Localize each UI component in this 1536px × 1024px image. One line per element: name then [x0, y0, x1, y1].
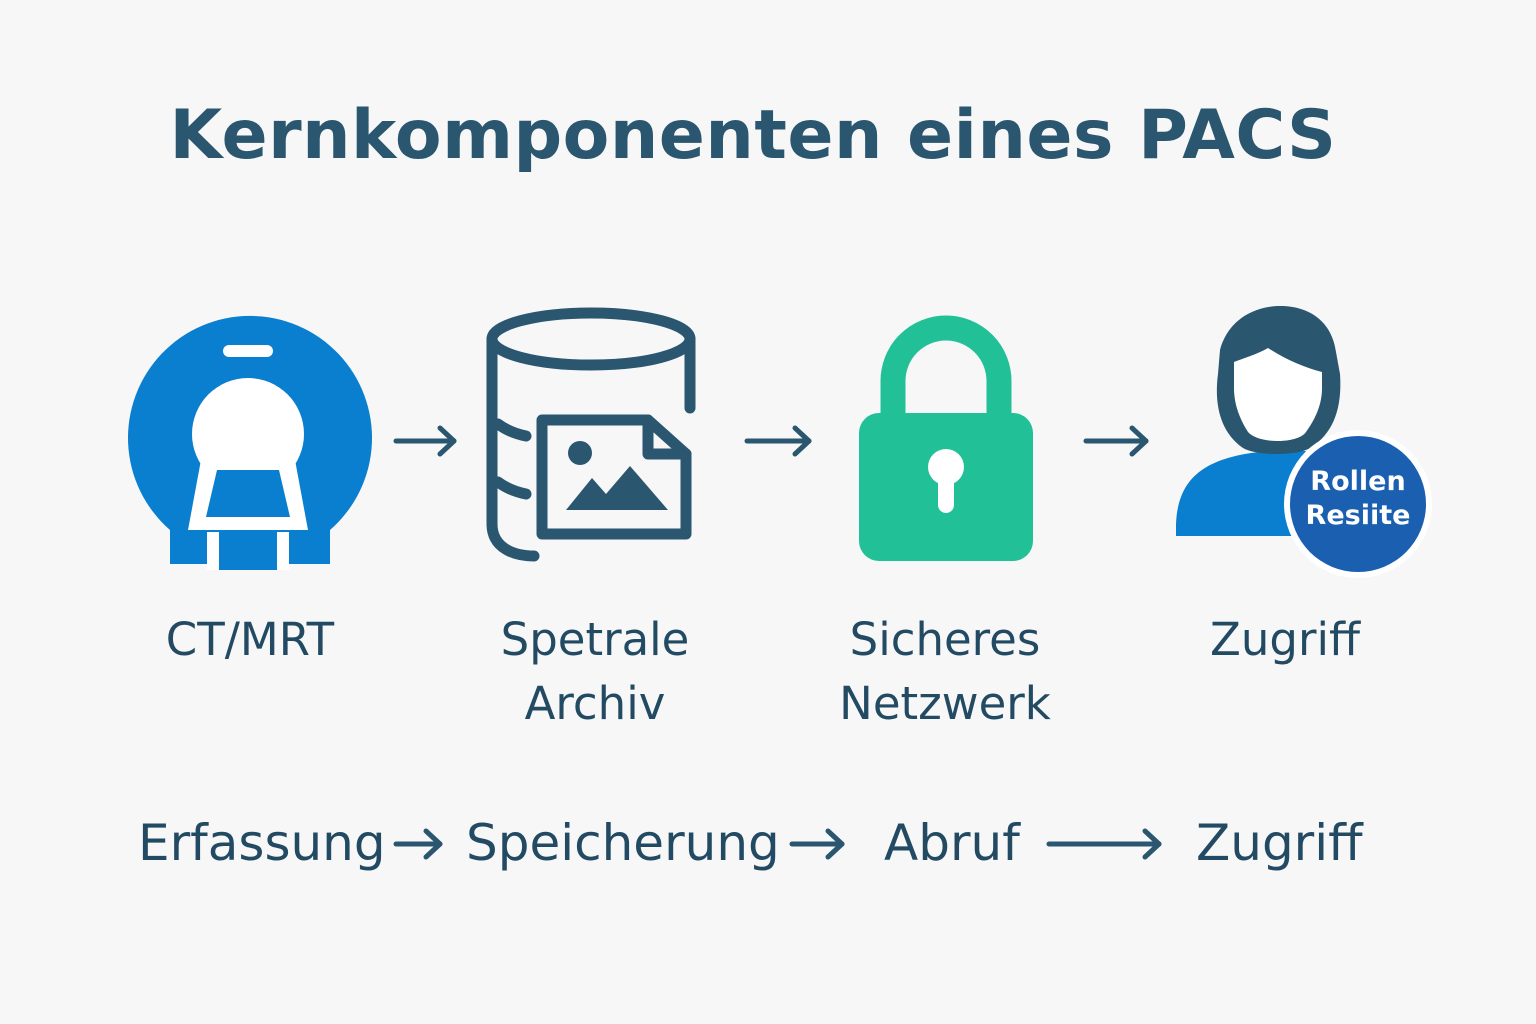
arrow-right-icon	[1046, 828, 1162, 860]
arrow-right-icon	[393, 828, 443, 860]
step-label-archive: Spetrale Archiv	[500, 613, 690, 730]
flow-step-capture: Erfassung	[138, 814, 386, 872]
ct-scanner-icon	[128, 315, 372, 570]
arrow-right-icon	[393, 425, 457, 457]
flow-step-storage: Speicherung	[466, 814, 780, 872]
step-label-network: Sicheres Netzwerk	[839, 613, 1051, 730]
page-title: Kernkomponenten eines PACS	[169, 96, 1337, 175]
step-label-ct-mrt: CT/MRT	[165, 613, 335, 666]
flow-step-access: Zugriff	[1196, 814, 1363, 872]
flow-step-retrieval: Abruf	[884, 814, 1020, 872]
arrow-right-icon	[1083, 425, 1149, 457]
user-icon	[1176, 306, 1432, 578]
arrow-right-icon	[789, 828, 845, 860]
padlock-icon	[859, 315, 1033, 561]
database-image-icon	[486, 307, 696, 562]
arrow-right-icon	[744, 425, 812, 457]
step-label-access: Zugriff	[1210, 613, 1360, 666]
role-badge: Rollen Resiite	[1305, 466, 1411, 531]
